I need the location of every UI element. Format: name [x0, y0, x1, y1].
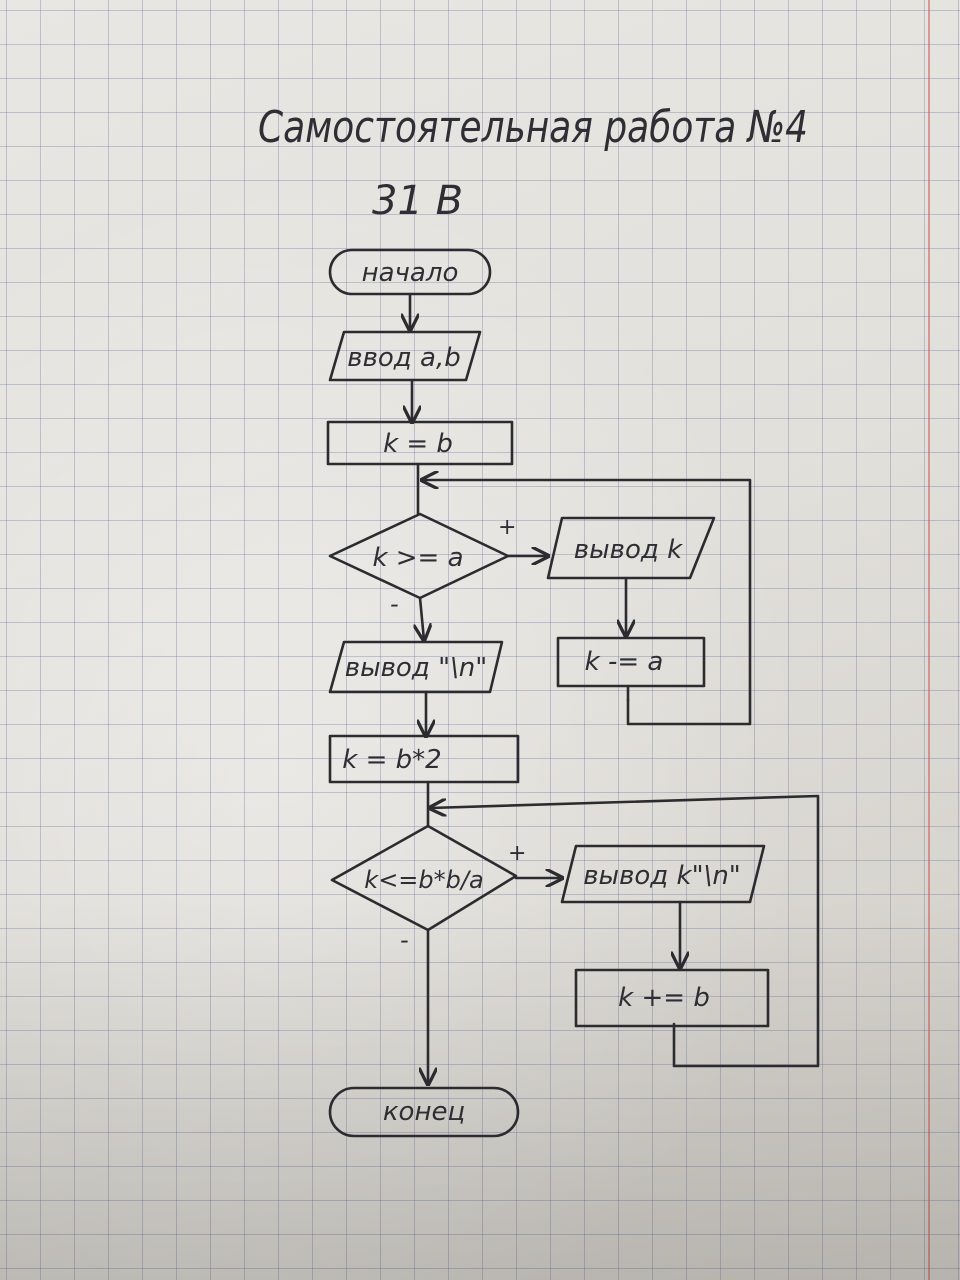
cond2-label: k<=b*b/a — [364, 866, 483, 894]
margin-line — [928, 0, 930, 1280]
decrement-box — [556, 636, 706, 688]
cond1-label: k >= a — [372, 543, 463, 573]
output-newline-parallelogram — [328, 640, 504, 694]
cond2-yes-label: + — [508, 841, 526, 866]
variant-label: 31 В — [372, 178, 463, 224]
output-k-newline-parallelogram — [560, 844, 766, 904]
input-label: ввод a,b — [347, 343, 461, 373]
end-label: конец — [383, 1097, 465, 1127]
assign-k-b2-label: k = b*2 — [342, 745, 441, 775]
decrement-label: k -= a — [585, 647, 664, 677]
increment-label: k += b — [618, 983, 710, 1013]
assign-k-b-box — [326, 420, 514, 466]
output-newline-label: вывод "\n" — [345, 653, 487, 683]
cond2-no-label: - — [400, 926, 409, 954]
start-label: начало — [362, 258, 459, 288]
cond1-yes-label: + — [498, 515, 516, 540]
assign-k-b-label: k = b — [383, 429, 453, 459]
input-parallelogram — [328, 330, 482, 382]
arrow-cond1-no — [420, 596, 424, 640]
output-k-newline-label: вывод k"\n" — [583, 861, 741, 891]
end-terminator — [328, 1086, 520, 1138]
assign-k-b2-box — [328, 734, 520, 784]
page-title: Самостоятельная работа №4 — [258, 102, 808, 153]
increment-box — [574, 968, 770, 1028]
loop1-return-arrow — [422, 480, 752, 726]
cond1-no-label: - — [390, 590, 399, 618]
output-k-label: вывод k — [574, 535, 683, 565]
loop2-return-arrow — [430, 794, 820, 1068]
output-k-parallelogram — [546, 516, 716, 580]
